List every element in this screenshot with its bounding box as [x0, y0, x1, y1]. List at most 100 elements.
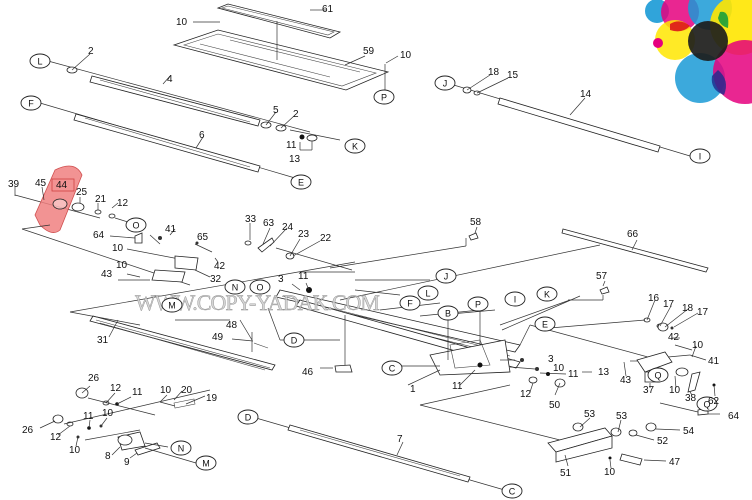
- part-number-label: 16: [648, 293, 660, 304]
- part-number-label: 41: [165, 224, 177, 235]
- part-number-label: 63: [263, 218, 275, 229]
- ref-letter: F: [28, 99, 34, 109]
- cmyk-circles-logo: [645, 0, 752, 104]
- ref-circle-j1: [434, 75, 456, 91]
- ref-circle-p2: [467, 296, 489, 312]
- ref-circle-o1: [125, 217, 147, 233]
- part-number-label: 25: [76, 187, 88, 198]
- part-number-label: 12: [110, 383, 122, 394]
- ref-circle-i1: [689, 148, 711, 164]
- part-number-label: 26: [22, 425, 34, 436]
- ref-circle-l2: [417, 285, 439, 301]
- part-number-label: 33: [245, 214, 257, 225]
- ref-circle-n2: [170, 440, 192, 456]
- ref-circle-d1: [283, 332, 305, 348]
- part-number-label[interactable]: 44: [56, 180, 68, 191]
- part-number-label: 10: [160, 385, 172, 396]
- ref-letter: K: [544, 290, 550, 300]
- part-number-label: 3: [278, 274, 284, 285]
- part-number-label: 32: [210, 274, 222, 285]
- part-number-label: 51: [560, 468, 572, 479]
- part-number-label: 24: [282, 222, 294, 233]
- ref-letter: L: [37, 57, 42, 67]
- ref-circle-m1: [161, 297, 183, 313]
- part-number-label: 43: [620, 375, 632, 386]
- part-number-label: 46: [302, 367, 314, 378]
- part-number-label: 11: [286, 140, 297, 151]
- ref-letter: K: [352, 142, 358, 152]
- part-number-label: 31: [97, 335, 109, 346]
- ref-letter: P: [381, 93, 387, 103]
- ref-letter: B: [445, 309, 451, 319]
- part-number-label: 18: [488, 67, 500, 78]
- part-number-label: 10: [400, 50, 412, 61]
- part-number-label: 10: [692, 340, 704, 351]
- part-number-label: 59: [363, 46, 375, 57]
- part-number-label: 3: [548, 354, 554, 365]
- part-number-label: 5: [273, 105, 279, 116]
- part-number-label: 57: [596, 271, 608, 282]
- part-number-label: 10: [176, 17, 188, 28]
- part-number-label: 10: [669, 385, 681, 396]
- part-number-label: 42: [214, 261, 226, 272]
- part-number-label: 62: [708, 396, 720, 407]
- ref-circle-o2: [249, 279, 271, 295]
- ref-circle-c1: [381, 360, 403, 376]
- part-number-label: 11: [568, 369, 579, 380]
- part-number-label: 6: [199, 130, 205, 141]
- ref-circle-j2: [435, 268, 457, 284]
- part-number-label: 41: [708, 356, 720, 367]
- ref-circle-k2: [536, 286, 558, 302]
- part-number-label: 54: [683, 426, 695, 437]
- part-number-label: 64: [728, 411, 740, 422]
- part-61-cover: [216, 3, 342, 39]
- part-number-label: 52: [657, 436, 669, 447]
- ref-circle-e1: [290, 174, 312, 190]
- part-number-label: 50: [549, 400, 561, 411]
- part-number-label: 26: [88, 373, 100, 384]
- part-number-label: 18: [682, 303, 694, 314]
- part-number-label: 17: [697, 307, 709, 318]
- ref-letter: E: [542, 320, 548, 330]
- ref-circle-k1: [344, 138, 366, 154]
- ref-letter: J: [443, 79, 448, 89]
- part-number-label: 13: [289, 154, 301, 165]
- part-number-label: 45: [35, 178, 47, 189]
- part-number-label: 11: [83, 411, 94, 422]
- part-number-label: 10: [604, 467, 616, 478]
- part-number-label: 7: [397, 434, 403, 445]
- part-number-label: 10: [102, 408, 114, 419]
- ref-circle-f1: [20, 95, 42, 111]
- part-number-label: 58: [470, 217, 482, 228]
- ref-letter: Q: [703, 400, 710, 410]
- part-number-label: 53: [616, 411, 628, 422]
- ref-letter: F: [407, 299, 413, 309]
- ref-circle-f2: [399, 295, 421, 311]
- part-number-label: 19: [206, 393, 218, 404]
- part-number-label: 12: [520, 389, 532, 400]
- part-7-shaft: [255, 417, 509, 492]
- part-number-label: 21: [95, 194, 107, 205]
- part-number-label: 10: [553, 363, 565, 374]
- main-carriage-rail: [275, 289, 521, 376]
- part-59-tray: [172, 29, 390, 91]
- part-number-label: 20: [181, 385, 193, 396]
- part-number-label: 2: [88, 46, 94, 57]
- part-66-bar: [561, 228, 709, 273]
- ref-circle-b1: [437, 305, 459, 321]
- part-number-label: 12: [50, 432, 62, 443]
- ref-circle-m2: [195, 455, 217, 471]
- ref-circle-n1: [224, 279, 246, 295]
- part-number-label: 10: [116, 260, 128, 271]
- ref-letter: O: [256, 283, 263, 293]
- part-number-label: 64: [93, 230, 105, 241]
- part-number-label: 66: [627, 229, 639, 240]
- ref-circle-d2: [237, 409, 259, 425]
- part-number-label: 15: [507, 70, 519, 81]
- ref-letter: M: [202, 459, 210, 469]
- part-number-label: 10: [112, 243, 124, 254]
- ref-letter: I: [514, 295, 517, 305]
- part-number-label: 11: [452, 381, 463, 392]
- part-number-label: 11: [132, 387, 143, 398]
